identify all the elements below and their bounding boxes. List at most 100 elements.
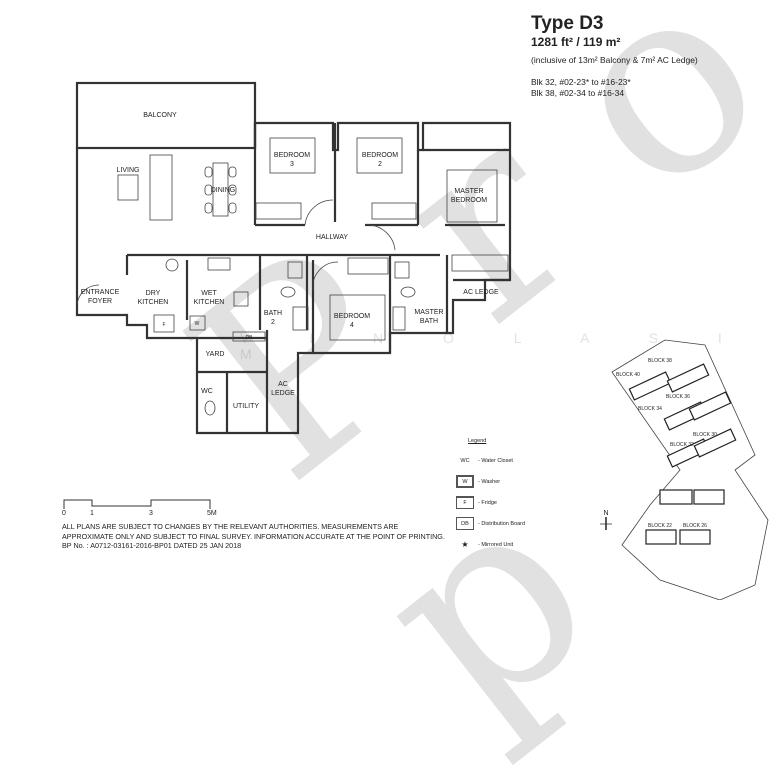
- north-arrow: N: [600, 510, 612, 530]
- dining-table: [212, 162, 229, 217]
- label-fridge: F: [162, 322, 165, 328]
- block-label: BLOCK 22: [648, 523, 672, 529]
- unit-header: Type D3 1281 ft² / 119 m² (inclusive of …: [531, 14, 698, 99]
- disclaimer-line: APPROXIMATE ONLY AND SUBJECT TO FINAL SU…: [62, 531, 445, 541]
- fridge-key-icon: F: [456, 496, 474, 509]
- unit-area: 1281 ft² / 119 m²: [531, 35, 621, 49]
- site-blocks: [628, 363, 737, 545]
- legend-item: DB - Distribution Board: [456, 517, 525, 530]
- legend-label: - Water Closet: [478, 457, 513, 464]
- label-foyer: FOYER: [88, 298, 112, 305]
- shower-master-bath: [392, 306, 406, 331]
- inclusive-note: (inclusive of 13m² Balcony & 7m² AC Ledg…: [531, 55, 698, 65]
- basin-master-bath: [394, 261, 410, 279]
- toilet-bath2: [280, 286, 296, 298]
- walls: [75, 81, 512, 435]
- bed-2: [356, 137, 403, 174]
- label-db: DB: [246, 335, 254, 341]
- stove: [207, 257, 231, 271]
- label-bedroom2-num: 2: [378, 161, 382, 168]
- label-master-bedroom: BEDROOM: [451, 197, 487, 204]
- block-label: BLOCK 38: [648, 358, 672, 364]
- bed-4: [329, 294, 386, 341]
- label-bath-num: 2: [271, 319, 275, 326]
- bp-number: BP No. : A0712-03161-2016-BP01 DATED 25 …: [62, 541, 242, 550]
- coffee-table: [117, 174, 139, 201]
- basin-bath2: [287, 261, 303, 279]
- label-ledge: LEDGE: [271, 390, 295, 397]
- label-master-bath1: MASTER: [414, 309, 443, 316]
- disclaimer-line: ALL PLANS ARE SUBJECT TO CHANGES BY THE …: [62, 522, 399, 531]
- label-bedroom4-num: 4: [350, 322, 354, 329]
- unit-list: Blk 32, #02-23* to #16-23* Blk 38, #02-3…: [531, 77, 698, 99]
- room-labels: BALCONY LIVING DINING BEDROOM 3 BEDROOM …: [81, 112, 499, 410]
- wardrobe-master: [451, 254, 509, 272]
- legend-label: - Mirrored Unit: [478, 541, 514, 548]
- legend-label: - Distribution Board: [478, 520, 526, 527]
- legend-title: Legend: [468, 438, 487, 444]
- master-bed: [446, 169, 498, 223]
- bed-3: [269, 137, 316, 174]
- washing-point: [165, 258, 179, 272]
- block-label: BLOCK 32: [670, 442, 694, 448]
- label-bedroom4: BEDROOM: [334, 313, 370, 320]
- scale-bar: 0 1 3 5M: [62, 498, 222, 520]
- scale-tick: 3: [149, 510, 153, 517]
- north-label: N: [603, 510, 608, 517]
- legend-item: F - Fridge: [456, 496, 525, 509]
- disclaimer: ALL PLANS ARE SUBJECT TO CHANGES BY THE …: [62, 522, 445, 551]
- wardrobe-2: [371, 202, 417, 220]
- block-label: BLOCK 30: [693, 432, 717, 438]
- shower-bath2: [292, 306, 309, 331]
- block-label: BLOCK 26: [683, 523, 707, 529]
- toilet-master-bath: [400, 286, 416, 298]
- fridge-icon: [153, 314, 175, 333]
- floor-plan: BALCONY LIVING DINING BEDROOM 3 BEDROOM …: [75, 81, 769, 600]
- label-wet: WET: [201, 290, 217, 297]
- washer-icon: [189, 315, 206, 331]
- label-living: LIVING: [117, 167, 140, 174]
- legend-label: - Washer: [478, 478, 501, 485]
- label-ac: AC: [278, 381, 288, 388]
- legend-item: ★ - Mirrored Unit: [456, 538, 525, 551]
- block-label: BLOCK 40: [616, 372, 640, 378]
- scale-tick: 1: [90, 510, 94, 517]
- sofa: [149, 154, 173, 221]
- unit-range: Blk 38, #02-34 to #16-34: [531, 88, 625, 98]
- balcony-outline: [75, 81, 257, 150]
- label-master-bath2: BATH: [420, 318, 438, 325]
- label-wc: WC: [201, 388, 213, 395]
- label-entrance: ENTRANCE: [81, 289, 120, 296]
- unit-range: Blk 32, #02-23* to #16-23*: [531, 77, 631, 87]
- star-icon: ★: [461, 540, 469, 549]
- scale-line: [63, 499, 211, 509]
- label-bedroom3-num: 3: [290, 161, 294, 168]
- unit-type: Type D3: [531, 13, 604, 34]
- furniture: [76, 137, 509, 416]
- door-entrance: [76, 284, 100, 306]
- site-plan: N BLOCK 40 BLOCK 38 BLOCK 34 BLOCK 36 BL…: [600, 339, 769, 600]
- label-wet-kitchen: KITCHEN: [194, 299, 225, 306]
- scale-tick: 5M: [207, 510, 217, 517]
- label-balcony: BALCONY: [143, 112, 177, 119]
- label-dry-kitchen: KITCHEN: [138, 299, 169, 306]
- db-key-icon: DB: [456, 517, 474, 530]
- legend-label: - Fridge: [478, 499, 497, 506]
- site-block-labels: BLOCK 40 BLOCK 38 BLOCK 34 BLOCK 36 BLOC…: [616, 358, 717, 529]
- sink: [233, 291, 249, 307]
- wardrobe-3: [255, 202, 302, 220]
- label-bath: BATH: [264, 310, 282, 317]
- label-dry: DRY: [146, 290, 161, 297]
- db-icon: [232, 331, 266, 342]
- door-bedroom4: [312, 261, 339, 291]
- label-master: MASTER: [454, 188, 483, 195]
- legend: Legend WC- Water Closet W- Washer F- Fri…: [456, 438, 525, 559]
- label-ac-ledge-right: AC LEDGE: [463, 289, 499, 296]
- scale-tick: 0: [62, 510, 66, 517]
- legend-item: W - Washer: [456, 475, 525, 488]
- toilet-wc: [204, 400, 216, 416]
- label-bedroom2: BEDROOM: [362, 152, 398, 159]
- washer-key-icon: W: [456, 475, 474, 488]
- door-bedroom3: [304, 199, 334, 226]
- label-utility: UTILITY: [233, 403, 259, 410]
